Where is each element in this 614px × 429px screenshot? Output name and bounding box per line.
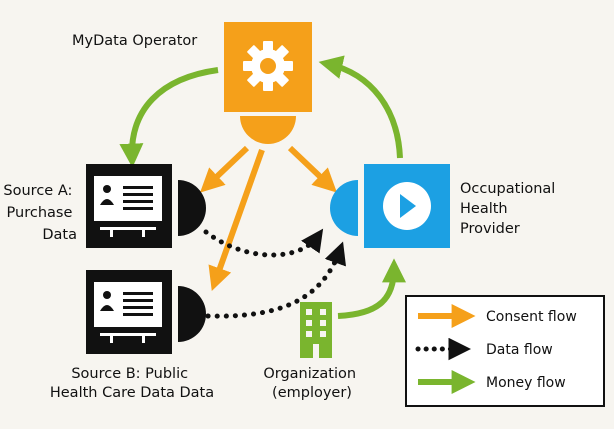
id-card-icon <box>94 176 162 237</box>
play-icon <box>383 182 431 230</box>
source-a-connector <box>178 180 206 236</box>
source-b-label: Source B: Public Health Care Data Data <box>50 366 214 401</box>
provider-label: Occupational Health Provider <box>460 181 560 237</box>
source-a-label: Source A: Purchase Data <box>3 183 77 243</box>
consent-flow-operator-to-source-a <box>200 145 250 193</box>
legend-item-consent: Consent flow <box>418 304 577 328</box>
organization-label: Organization (employer) <box>263 366 360 401</box>
consent-flow-operator-to-source-b <box>208 148 265 292</box>
gear-icon <box>243 41 293 91</box>
consent-flow-operator-to-provider <box>287 145 337 193</box>
source-b-node: Source B: Public Health Care Data Data <box>50 270 214 401</box>
provider-node: Occupational Health Provider <box>330 164 560 248</box>
legend-label-money: Money flow <box>486 375 566 391</box>
id-card-icon <box>94 282 162 343</box>
money-flow-provider-to-operator <box>318 55 403 159</box>
operator-connector <box>240 116 296 144</box>
operator-label: MyData Operator <box>72 33 197 49</box>
legend-label-data: Data flow <box>486 342 553 358</box>
money-flow-operator-to-source-a <box>119 67 219 168</box>
money-flow-organization-to-provider <box>337 258 406 319</box>
legend: Consent flow Data flow Money flow <box>405 295 605 407</box>
data-flow-source-a-to-provider <box>203 228 324 258</box>
legend-item-data: Data flow <box>415 337 553 361</box>
legend-item-money: Money flow <box>418 370 566 394</box>
building-icon <box>300 302 332 358</box>
source-a-node: Source A: Purchase Data <box>3 164 206 248</box>
operator-node: MyData Operator <box>72 22 312 144</box>
source-b-connector <box>178 286 206 342</box>
legend-label-consent: Consent flow <box>486 309 577 325</box>
provider-connector <box>330 180 358 236</box>
organization-node: Organization (employer) <box>263 302 360 401</box>
